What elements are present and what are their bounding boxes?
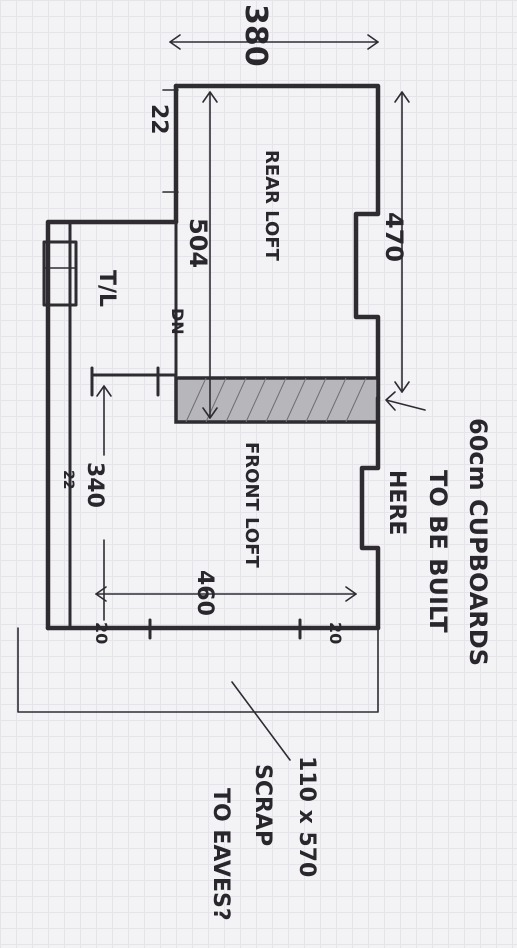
- dim-front-arrow-left: [95, 586, 107, 602]
- dim-front-depth-arrow-top: [96, 385, 112, 397]
- front-loft-outline: [359, 395, 381, 631]
- dim-top-width-label: 380: [238, 4, 273, 67]
- dim-top-arrow-right: [367, 34, 379, 50]
- cupboards-note-line-1: 60cm CUPBOARDS: [464, 418, 492, 666]
- joist-left-label: 20: [92, 622, 111, 644]
- front-loft-label: FRONT LOFT: [241, 442, 262, 568]
- cupboard-pointer-arrow: [385, 391, 426, 411]
- joist-right-label: 20: [326, 622, 345, 644]
- dim-rear-depth-label: 504: [184, 218, 212, 268]
- hatch-box: [42, 240, 78, 307]
- cupboards-note-line-2: TO BE BUILT: [424, 470, 452, 633]
- cupboard-hatching: [185, 377, 367, 423]
- scrap-note-line-1: 110 x 570: [294, 756, 319, 877]
- dim-small-left-label: 22: [146, 104, 171, 135]
- dim-front-arrow-right: [345, 586, 357, 602]
- dim-top-arrow-left: [169, 34, 181, 50]
- dim-rear-width-label: 470: [380, 212, 408, 262]
- dim-front-small-label: 22: [60, 470, 76, 489]
- dim-rear-arrow-top: [394, 91, 410, 103]
- dim-rear-depth-arrow-bottom: [202, 407, 218, 419]
- eaves-scrap-outline: [17, 627, 379, 713]
- rear-loft-label: REAR LOFT: [261, 150, 282, 262]
- dn-label: DN: [168, 308, 187, 335]
- cupboards-note-line-3: HERE: [384, 470, 409, 535]
- rear-loft-outline: [173, 83, 381, 401]
- dim-rear-depth-arrow-top: [202, 91, 218, 103]
- landing-label: T/L: [94, 270, 119, 307]
- scrap-note-line-3: TO EAVES?: [208, 788, 233, 921]
- scrap-pointer-line: [231, 681, 291, 761]
- dim-front-width-label: 460: [192, 570, 217, 616]
- cupboard-strip: [174, 376, 380, 424]
- dim-rear-arrow-bottom: [394, 381, 410, 393]
- landing-outline: [45, 219, 179, 631]
- scrap-note-line-2: SCRAP: [250, 764, 275, 846]
- dim-front-depth-label: 340: [82, 462, 107, 508]
